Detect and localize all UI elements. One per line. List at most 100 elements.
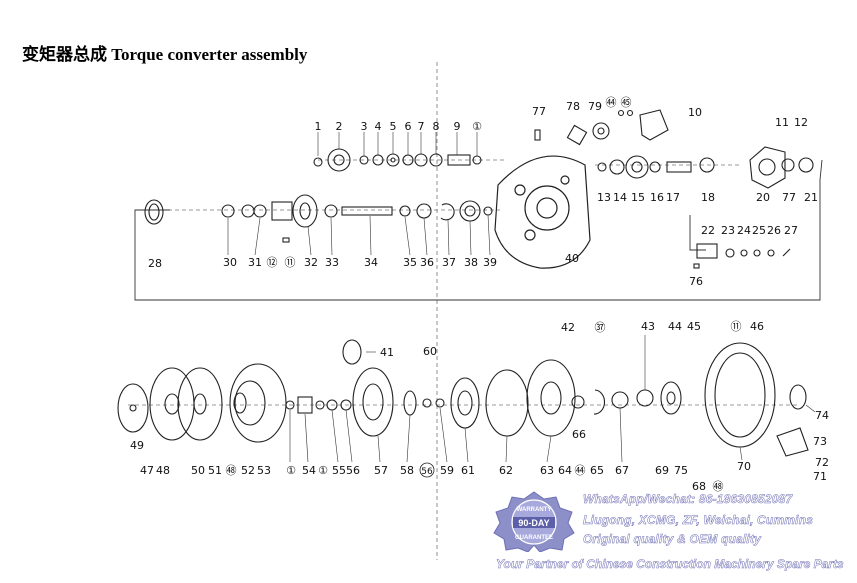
part-17: 17 <box>666 191 680 204</box>
part-69: 69 <box>655 464 669 477</box>
part-38: 38 <box>464 256 478 269</box>
part-37-circled: ㊲ <box>595 321 606 334</box>
part-5: 5 <box>390 120 397 133</box>
badge-top-text: WARRANTY <box>517 507 552 513</box>
part-52: 52 <box>241 464 255 477</box>
part-48-circled-b: ㊽ <box>713 480 724 493</box>
part-65: 65 <box>590 464 604 477</box>
part-77-top: 77 <box>532 105 546 118</box>
part-77-right: 77 <box>782 191 796 204</box>
part-73: 73 <box>813 435 827 448</box>
part-24: 24 <box>737 224 751 237</box>
guide-lines <box>128 62 800 560</box>
part-47: 47 <box>140 464 154 477</box>
part-67: 67 <box>615 464 629 477</box>
housing-40 <box>494 155 591 269</box>
row3-parts <box>117 339 809 457</box>
part-12: 12 <box>794 116 808 129</box>
part-12-circled: ⑫ <box>267 256 278 269</box>
part-54: 54 <box>302 464 316 477</box>
part-79: 79 <box>588 100 602 113</box>
part-35: 35 <box>403 256 417 269</box>
badge-mid-text: 90-DAY <box>518 518 549 528</box>
part-76: 76 <box>689 275 703 288</box>
part-63: 63 <box>540 464 554 477</box>
page-title: 变矩器总成 Torque converter assembly <box>22 45 308 64</box>
part-68: 68 <box>692 480 706 493</box>
part-7: 7 <box>418 120 425 133</box>
watermark-quality: Original quality & OEM quality <box>583 532 762 547</box>
part-44: 44 <box>668 320 682 333</box>
part-31: 31 <box>248 256 262 269</box>
part-44-circled: ㊹ <box>606 96 617 109</box>
part-16: 16 <box>650 191 664 204</box>
part-72: 72 <box>815 456 829 469</box>
part-1-circled-b: ① <box>286 464 296 477</box>
part-48-circled: ㊽ <box>226 464 237 477</box>
part-53: 53 <box>257 464 271 477</box>
part-11-circled-b: ⑪ <box>731 320 742 333</box>
part-9: 9 <box>454 120 461 133</box>
part-51: 51 <box>208 464 222 477</box>
leader-lines <box>227 132 816 463</box>
part-49: 49 <box>130 439 144 452</box>
row1-right-parts <box>534 109 814 189</box>
part-3: 3 <box>361 120 368 133</box>
part-2: 2 <box>336 120 343 133</box>
part-18: 18 <box>701 191 715 204</box>
part-28: 28 <box>148 257 162 270</box>
part-30: 30 <box>223 256 237 269</box>
part-50: 50 <box>191 464 205 477</box>
part-44-circled-b: ㊹ <box>575 464 586 477</box>
part-70: 70 <box>737 460 751 473</box>
part-41: 41 <box>380 346 394 359</box>
part-22: 22 <box>701 224 715 237</box>
badge-bottom-text: GUARANTEE <box>515 535 553 541</box>
part-56: 56 <box>346 464 360 477</box>
part-60: 60 <box>423 345 437 358</box>
part-46: 46 <box>750 320 764 333</box>
part-20: 20 <box>756 191 770 204</box>
part-25: 25 <box>752 224 766 237</box>
part-42: 42 <box>561 321 575 334</box>
part-43: 43 <box>641 320 655 333</box>
part-56-circled: 56 <box>421 467 433 477</box>
part-37: 37 <box>442 256 456 269</box>
part-45-circled: ㊺ <box>621 96 632 109</box>
part-33: 33 <box>325 256 339 269</box>
watermark-footer: Your Partner of Chinese Construction Mac… <box>496 557 844 572</box>
part-1: 1 <box>315 120 322 133</box>
part-39: 39 <box>483 256 497 269</box>
part-8: 8 <box>433 120 440 133</box>
part-74: 74 <box>815 409 829 422</box>
part-27: 27 <box>784 224 798 237</box>
part-40: 40 <box>565 252 579 265</box>
part-4: 4 <box>375 120 382 133</box>
part-13: 13 <box>597 191 611 204</box>
part-26: 26 <box>767 224 781 237</box>
part-10: 10 <box>688 106 702 119</box>
part-61: 61 <box>461 464 475 477</box>
row2-parts <box>144 194 791 269</box>
part-62: 62 <box>499 464 513 477</box>
part-14: 14 <box>613 191 627 204</box>
part-32: 32 <box>304 256 318 269</box>
part-59: 59 <box>440 464 454 477</box>
part-55: 55 <box>332 464 346 477</box>
part-58: 58 <box>400 464 414 477</box>
part-64: 64 <box>558 464 572 477</box>
watermark-contact: WhatsApp/Wechat: 86-18630852087 <box>583 492 793 507</box>
watermark-brands: Liugong, XCMG, ZF, Weichai, Cummins <box>583 513 814 528</box>
part-36: 36 <box>420 256 434 269</box>
part-78: 78 <box>566 100 580 113</box>
part-1-circled-c: ① <box>318 464 328 477</box>
part-45: 45 <box>687 320 701 333</box>
part-66: 66 <box>572 428 586 441</box>
part-11-circled: ⑪ <box>285 256 296 269</box>
part-15: 15 <box>631 191 645 204</box>
part-48: 48 <box>156 464 170 477</box>
part-11: 11 <box>775 116 789 129</box>
part-6: 6 <box>405 120 412 133</box>
part-23: 23 <box>721 224 735 237</box>
